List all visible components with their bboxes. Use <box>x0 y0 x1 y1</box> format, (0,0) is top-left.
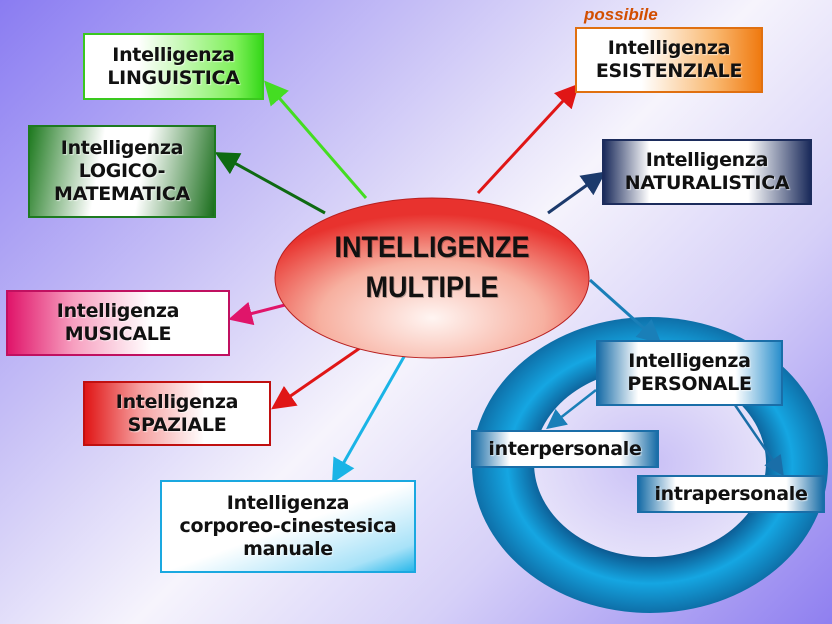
node-line: Intelligenza <box>645 149 769 171</box>
node-line: LINGUISTICA <box>107 66 240 89</box>
node-line: interpersonale <box>488 437 642 460</box>
node-line: PERSONALE <box>627 373 752 395</box>
arrow-spaziale <box>271 346 361 410</box>
arrow-personale <box>588 278 662 345</box>
arrow-musicale <box>228 301 286 326</box>
node-spaziale: Intelligenza SPAZIALE <box>83 381 271 446</box>
node-interpersonale: interpersonale <box>471 430 659 468</box>
node-line: Intelligenza <box>56 300 180 322</box>
node-linguistica: Intelligenza LINGUISTICA <box>83 33 264 100</box>
arrow-naturalistica <box>547 171 606 215</box>
node-line: LOGICO- <box>78 160 166 182</box>
node-line: intrapersonale <box>654 482 808 505</box>
node-line: MUSICALE <box>64 323 172 345</box>
node-personale: Intelligenza PERSONALE <box>596 340 783 406</box>
node-line: MATEMATICA <box>54 183 190 205</box>
center-title-line1: INTELLIGENZE <box>334 231 530 264</box>
node-intrapersonale: intrapersonale <box>637 475 825 513</box>
center-title-line2: MULTIPLE <box>365 271 499 304</box>
node-logico-matematica: Intelligenza LOGICO- MATEMATICA <box>28 125 216 218</box>
node-musicale: Intelligenza MUSICALE <box>6 290 230 356</box>
arrow-intrapersonale <box>733 404 784 477</box>
possibile-note: possibile <box>584 5 658 24</box>
node-line: corporeo-cinestesica <box>179 515 397 537</box>
node-line: Intelligenza <box>628 350 751 372</box>
arrow-linguistica <box>264 80 368 199</box>
node-line: Intelligenza <box>115 390 239 413</box>
node-line: Intelligenza <box>607 37 731 59</box>
arrow-esistenziale <box>476 83 580 195</box>
node-line: NATURALISTICA <box>624 172 790 194</box>
node-line: Intelligenza <box>112 43 235 66</box>
center-title: INTELLIGENZE MULTIPLE <box>313 228 551 308</box>
node-corporeo-cinestesica: Intelligenza corporeo-cinestesica manual… <box>160 480 416 573</box>
node-line: SPAZIALE <box>127 413 227 436</box>
node-naturalistica: Intelligenza NATURALISTICA <box>602 139 812 205</box>
arrow-interpersonale <box>546 389 597 430</box>
node-line: Intelligenza <box>226 492 350 514</box>
arrow-logico <box>214 152 326 215</box>
node-line: manuale <box>243 538 333 560</box>
node-line: ESISTENZIALE <box>595 60 743 82</box>
arrow-corporeo <box>332 354 407 484</box>
node-line: Intelligenza <box>60 137 184 159</box>
node-esistenziale: Intelligenza ESISTENZIALE <box>575 27 763 93</box>
center-ellipse <box>274 197 590 359</box>
